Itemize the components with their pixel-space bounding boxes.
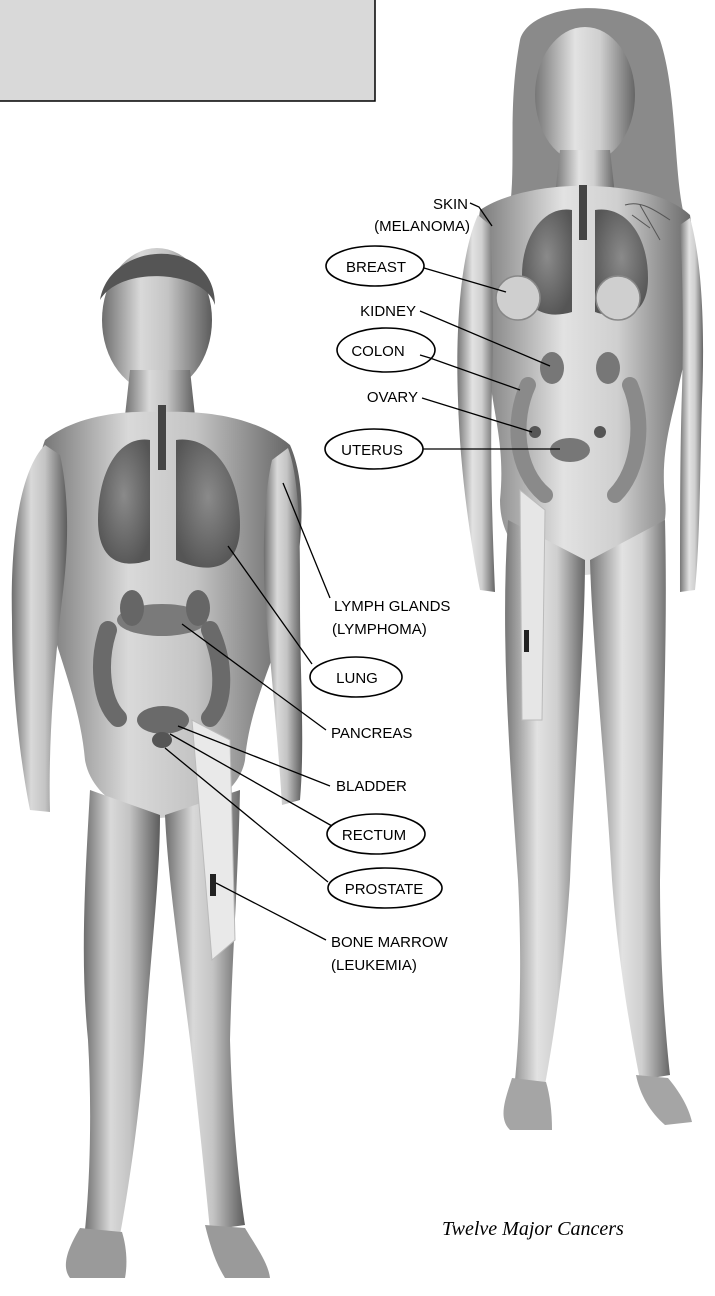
- female-breast-left: [496, 276, 540, 320]
- label-lymphoma: (LYMPHOMA): [332, 621, 427, 638]
- female-torso: [476, 186, 694, 575]
- label-lymph-glands: LYMPH GLANDS: [334, 598, 450, 615]
- label-rectum: RECTUM: [342, 827, 406, 844]
- female-uterus: [550, 438, 590, 462]
- female-breast-right: [596, 276, 640, 320]
- female-figure: [457, 8, 703, 1130]
- female-head: [535, 27, 635, 163]
- male-figure: [12, 248, 302, 1278]
- header-box: [0, 0, 375, 101]
- label-ovary: OVARY: [367, 389, 418, 406]
- label-skin: SKIN: [433, 196, 468, 213]
- label-breast: BREAST: [346, 259, 406, 276]
- label-melanoma: (MELANOMA): [374, 218, 470, 235]
- male-bladder: [137, 706, 189, 734]
- label-prostate: PROSTATE: [345, 881, 424, 898]
- label-lung: LUNG: [336, 670, 378, 687]
- label-pancreas: PANCREAS: [331, 725, 412, 742]
- label-colon: COLON: [351, 343, 404, 360]
- label-uterus: UTERUS: [341, 442, 403, 459]
- label-kidney: KIDNEY: [360, 303, 416, 320]
- label-leukemia: (LEUKEMIA): [331, 957, 417, 974]
- label-bladder: BLADDER: [336, 778, 407, 795]
- caption: Twelve Major Cancers: [442, 1218, 624, 1240]
- label-bone-marrow: BONE MARROW: [331, 934, 449, 951]
